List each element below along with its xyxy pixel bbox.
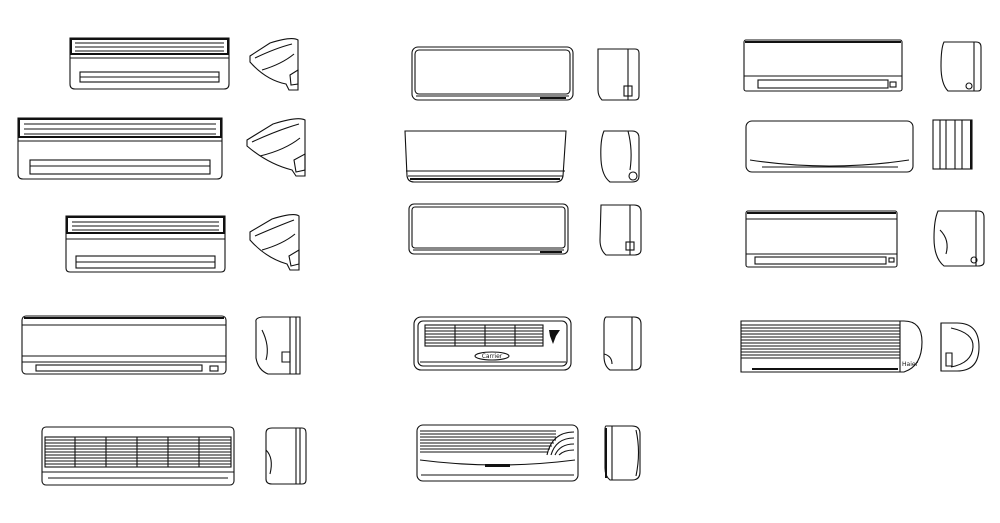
ac-unit-c1r3-side [940,41,982,92]
brand-label-haier: Haier [902,361,919,368]
ac-unit-c4r1-front [21,315,227,375]
ac-unit-c4r1-side [255,316,301,375]
fan-logo-icon [549,330,560,344]
ac-unit-c1r1-front [69,37,230,90]
ac-unit-c4r3-front: Haier [740,320,923,373]
ac-unit-c5r2-side [604,425,641,481]
ac-unit-c1r1-side [249,37,299,91]
ac-unit-c4r3-side [940,322,980,372]
ac-unit-c3r3-front [745,210,898,268]
ac-unit-c2r2-front [404,130,567,183]
ac-unit-c3r3-side [933,210,985,267]
ac-unit-c2r3-side [932,119,973,170]
grille-slats [45,437,231,467]
ac-unit-c1r2-side [597,48,640,101]
grille-slats [741,324,900,359]
ac-unit-c2r2-side [600,130,640,183]
ac-unit-c3r1-front [65,215,226,273]
ac-unit-c5r2-front [416,424,579,482]
ac-unit-c3r2-side [599,204,642,256]
ac-unit-c4r2-side [603,316,642,371]
ac-unit-c2r1-front [17,117,223,180]
ac-unit-c5r1-side [265,427,307,485]
ac-unit-c2r1-side [246,118,306,177]
ac-unit-c4r2-front: Carrier [413,316,572,371]
ac-unit-c1r2-front [411,46,574,101]
brand-label-carrier: Carrier [482,353,503,360]
grille-slats [420,430,556,453]
ac-unit-c2r3-front [745,120,914,173]
ac-unit-c3r2-front [408,203,569,255]
ac-unit-c3r1-side [249,213,300,271]
ac-unit-c5r1-front [41,426,235,486]
ac-unit-c1r3-front [743,39,903,92]
